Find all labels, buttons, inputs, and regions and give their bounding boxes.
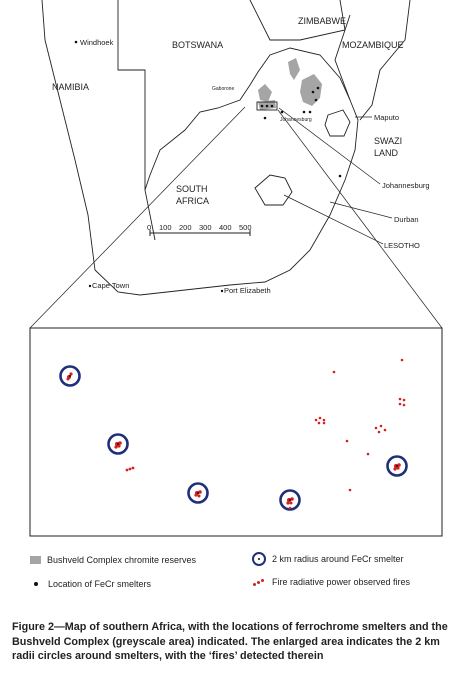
- country-label-swazi: SWAZI: [374, 136, 402, 146]
- country-label-mozambique: MOZAMBIQUE: [342, 40, 404, 50]
- city-label-durban: Durban: [394, 215, 419, 224]
- mozambique-coast: [359, 0, 411, 121]
- smelter-dot: [302, 110, 306, 114]
- country-label-south: SOUTH: [176, 184, 208, 194]
- smelter-radius-ring: [386, 455, 408, 477]
- namibia-botswana-border: [117, 0, 156, 241]
- bushveld-complex-areas: [258, 58, 322, 110]
- enlarged-area-marker: [256, 101, 278, 111]
- bushveld-area: [288, 58, 300, 80]
- city-label-cape-town: Cape Town: [92, 281, 129, 290]
- bushveld-swatch: [30, 556, 41, 564]
- legend-label-bushveld: Bushveld Complex chromite reserves: [47, 555, 197, 565]
- scale-bar: 0 100 200 300 400 500: [147, 223, 252, 236]
- bushveld-area: [258, 84, 272, 102]
- scale-label: 200: [179, 223, 192, 232]
- scale-label: 100: [159, 223, 172, 232]
- city-label-gaborone: Gaborone: [212, 86, 234, 92]
- city-dot-port-elizabeth: [220, 289, 224, 293]
- scale-label: 0: [147, 223, 151, 232]
- smelter-rings: [59, 365, 408, 511]
- botswana-zimbabwe-border: [249, 0, 351, 41]
- smelter-dot: [265, 104, 269, 108]
- country-labels: NAMIBIA BOTSWANA ZIMBABWE MOZAMBIQUE SOU…: [52, 16, 420, 250]
- city-label-port-elizabeth: Port Elizabeth: [224, 286, 271, 295]
- legend-item-radius: 2 km radius around FeCr smelter: [252, 552, 404, 566]
- legend-label-fires: Fire radiative power observed fires: [272, 577, 411, 587]
- country-label-botswana: BOTSWANA: [172, 40, 223, 50]
- bushveld-area: [300, 74, 322, 106]
- city-label-johannesburg-small: Johannesburg: [280, 117, 312, 123]
- country-label-lesotho: LESOTHO: [384, 241, 420, 250]
- city-labels: Windhoek Gaborone Johannesburg Maputo Jo…: [80, 38, 430, 295]
- city-label-johannesburg: Johannesburg: [382, 181, 430, 190]
- smelter-radius-ring: [107, 433, 129, 455]
- smelter-dot: [74, 40, 78, 44]
- smelter-radius-ring: [187, 482, 209, 504]
- ring-swatch: [252, 552, 266, 566]
- scale-label: 500: [239, 223, 252, 232]
- fire-swatch: [252, 577, 266, 587]
- scale-label: 300: [199, 223, 212, 232]
- smelter-dot: [308, 110, 312, 114]
- leader-lines: [29, 106, 443, 329]
- scale-label: 400: [219, 223, 232, 232]
- smelter-dot-swatch: [34, 582, 38, 586]
- smelter-dots-inset: [69, 375, 398, 501]
- namibia-coast: [41, 0, 96, 271]
- figure-caption: Figure 2—Map of southern Africa, with th…: [12, 621, 448, 662]
- country-label-namibia: NAMIBIA: [52, 82, 89, 92]
- smelter-dot: [311, 90, 315, 94]
- smelter-radius-ring: [59, 365, 81, 387]
- lesotho-outline: [254, 174, 293, 206]
- legend-label-smelters: Location of FeCr smelters: [48, 579, 152, 589]
- map-legend: Bushveld Complex chromite reserves 2 km …: [30, 552, 450, 605]
- city-label-windhoek: Windhoek: [80, 38, 114, 47]
- legend-label-radius: 2 km radius around FeCr smelter: [272, 554, 404, 564]
- legend-item-bushveld: Bushveld Complex chromite reserves: [30, 555, 196, 565]
- smelter-dot: [338, 174, 342, 178]
- smelter-dot: [270, 104, 274, 108]
- city-dot-cape-town: [88, 284, 92, 288]
- smelter-dot: [260, 104, 264, 108]
- swaziland-outline: [324, 109, 351, 137]
- enlarged-area-panel: [29, 327, 443, 537]
- smelter-locations-map: [74, 40, 342, 178]
- smelter-dot: [314, 98, 318, 102]
- smelter-radius-ring: [279, 489, 301, 511]
- smelter-dot: [280, 110, 284, 114]
- zimbabwe-mozambique-border: [334, 0, 351, 101]
- country-label-land: LAND: [374, 148, 399, 158]
- city-label-maputo: Maputo: [374, 113, 399, 122]
- smelter-dot: [263, 116, 267, 120]
- legend-item-fires: Fire radiative power observed fires: [252, 577, 410, 587]
- south-africa-outline: [94, 47, 359, 296]
- smelter-dot: [316, 86, 320, 90]
- country-label-zimbabwe: ZIMBABWE: [298, 16, 346, 26]
- map-figure: 0 100 200 300 400 500 NAMIBIA BOTSWANA Z…: [29, 0, 443, 537]
- country-label-africa: AFRICA: [176, 196, 209, 206]
- legend-item-smelters: Location of FeCr smelters: [30, 579, 151, 589]
